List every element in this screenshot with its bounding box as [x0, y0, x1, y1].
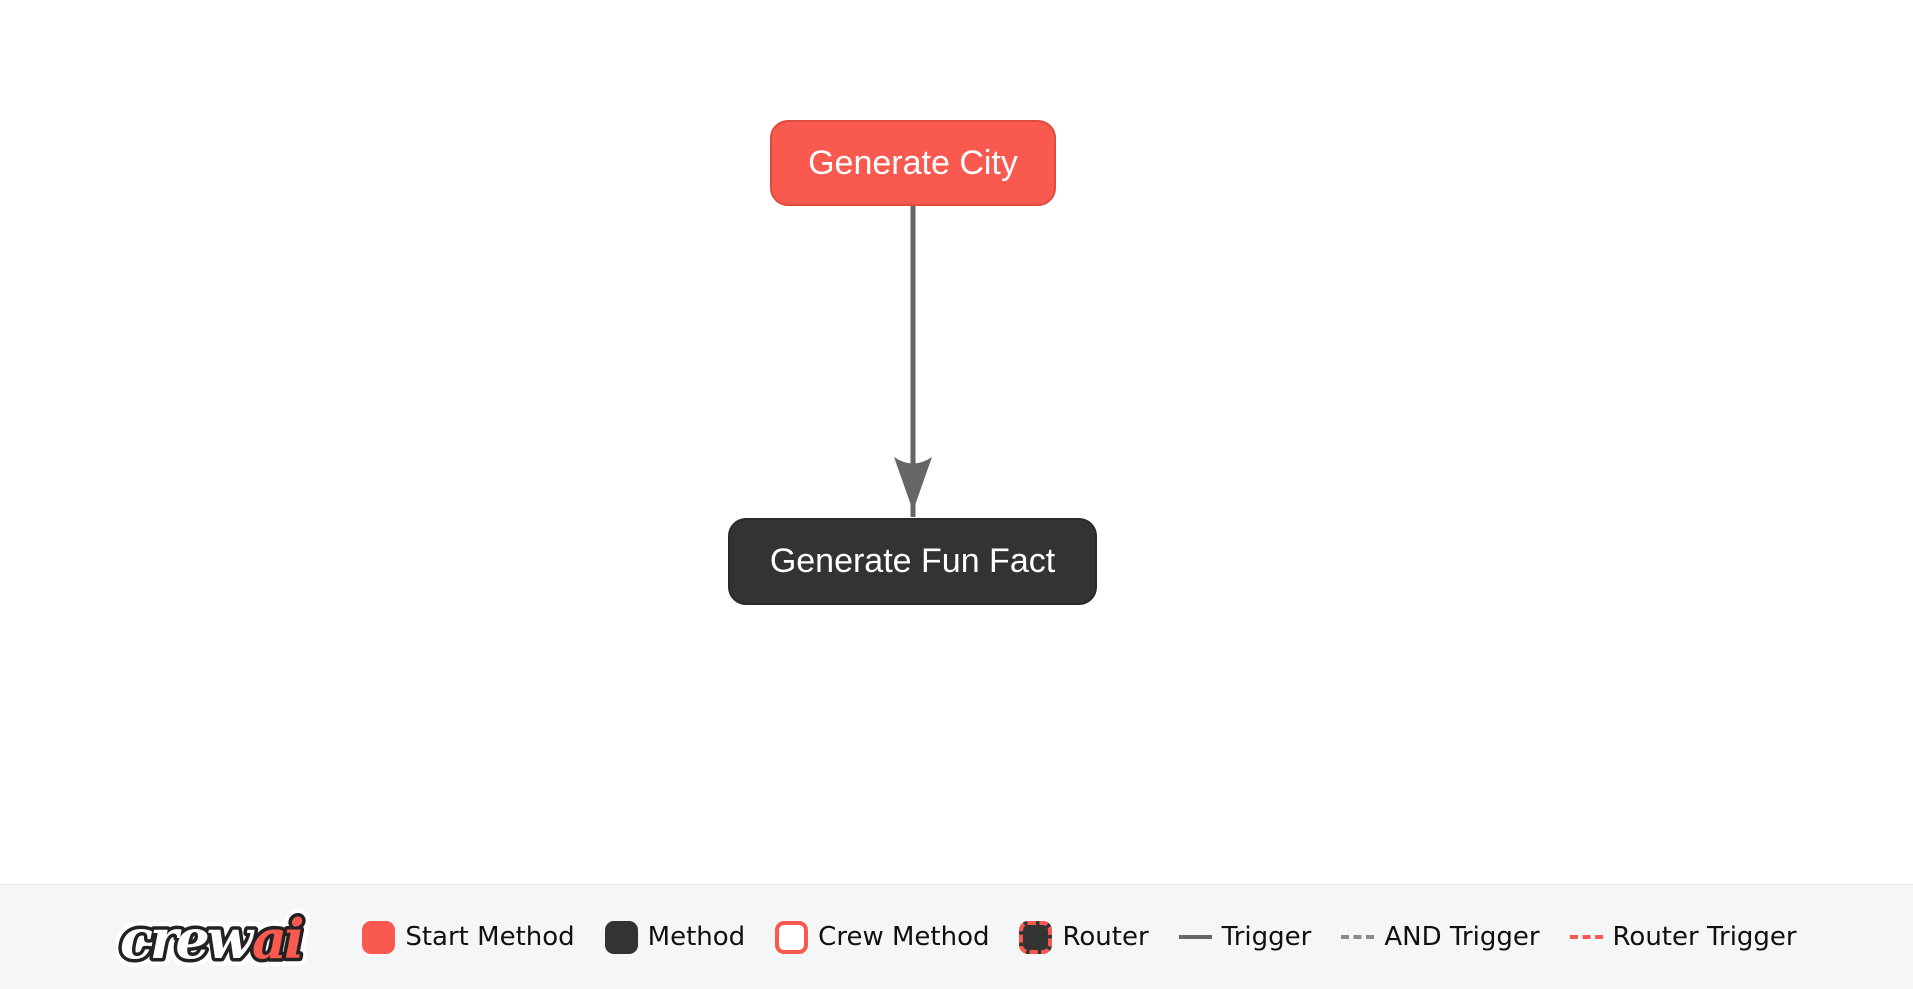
legend-item-router: Router: [1019, 920, 1149, 954]
router-trigger-line-swatch: [1569, 935, 1603, 939]
node-generate-fun-fact[interactable]: Generate Fun Fact: [728, 518, 1097, 605]
legend-label: Router: [1062, 922, 1149, 952]
logo-ai-text: ai: [252, 907, 303, 971]
node-generate-city[interactable]: Generate City: [770, 120, 1056, 206]
legend-item-and-trigger: AND Trigger: [1341, 922, 1540, 952]
legend-label: Trigger: [1221, 922, 1312, 952]
logo-crew-text: crew: [120, 907, 256, 971]
legend-label: Crew Method: [818, 922, 990, 952]
legend-item-crew-method: Crew Method: [775, 920, 990, 954]
legend-item-method: Method: [604, 920, 746, 954]
method-swatch: [604, 920, 638, 954]
legend-label: Start Method: [405, 922, 575, 952]
legend-item-router-trigger: Router Trigger: [1569, 922, 1797, 952]
legend-bar: crew ai crew ai Start Method Method Crew…: [0, 884, 1913, 989]
legend-label: Router Trigger: [1612, 922, 1797, 952]
crewai-logo: crew ai crew ai: [116, 899, 314, 979]
legend-item-trigger: Trigger: [1178, 922, 1312, 952]
legend-label: AND Trigger: [1384, 922, 1540, 952]
trigger-line-swatch: [1178, 935, 1212, 939]
start-method-swatch: [362, 920, 396, 954]
and-trigger-line-swatch: [1341, 935, 1375, 939]
logo-crew-halo: crew: [120, 907, 256, 971]
router-swatch: [1019, 920, 1053, 954]
node-label: Generate Fun Fact: [769, 542, 1056, 580]
legend-item-start-method: Start Method: [362, 920, 575, 954]
arrowhead-icon: [894, 457, 932, 511]
flow-canvas[interactable]: Generate City Generate Fun Fact: [0, 0, 1913, 884]
crew-method-swatch: [775, 920, 809, 954]
legend-label: Method: [647, 922, 746, 952]
node-label: Generate City: [808, 143, 1018, 182]
